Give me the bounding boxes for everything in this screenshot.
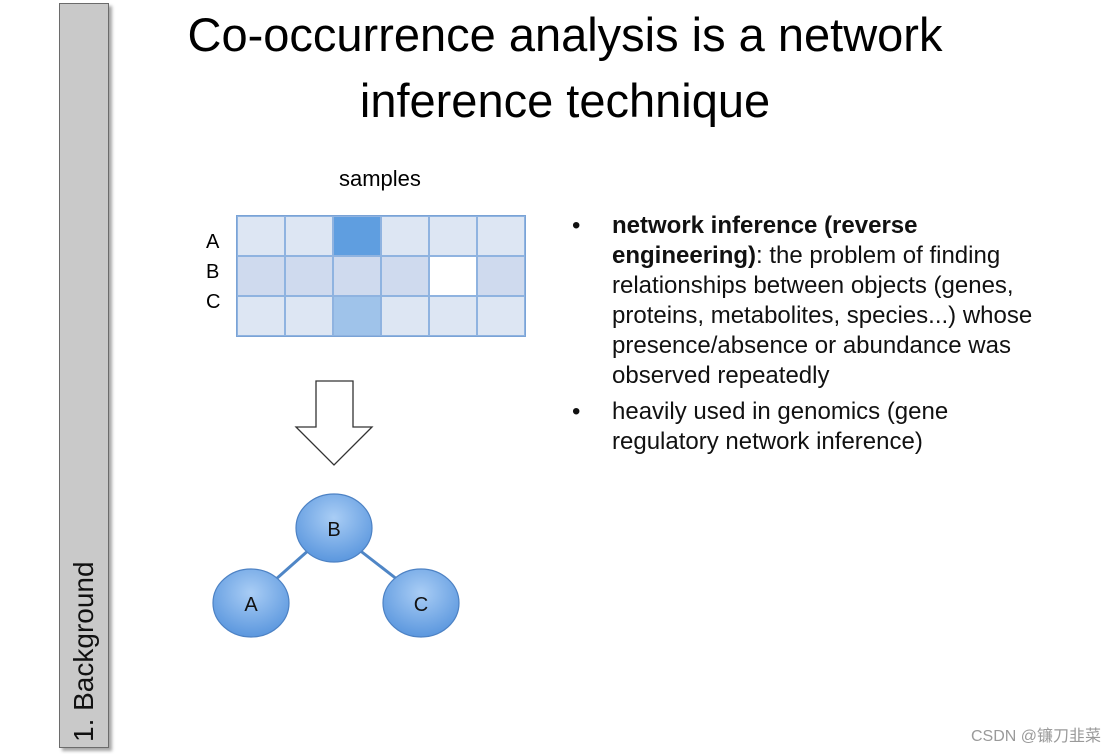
matrix-cell bbox=[237, 216, 285, 256]
matrix-cell bbox=[429, 216, 477, 256]
bullet-bold-text: network inference (reverse engineering) bbox=[612, 212, 918, 269]
matrix-cell bbox=[333, 296, 381, 336]
matrix-cell bbox=[285, 296, 333, 336]
matrix-cell bbox=[477, 256, 525, 296]
node-b-label: B bbox=[327, 519, 340, 541]
bullet-item: • network inference (reverse engineering… bbox=[572, 211, 1042, 391]
matrix-cell bbox=[381, 256, 429, 296]
matrix-cell bbox=[237, 296, 285, 336]
matrix-cell bbox=[381, 216, 429, 256]
occurrence-matrix bbox=[236, 215, 526, 337]
section-sidebar bbox=[59, 3, 109, 748]
node-a bbox=[212, 568, 290, 638]
matrix-cell bbox=[381, 296, 429, 336]
bullet-item: • heavily used in genomics (gene regulat… bbox=[572, 397, 1042, 457]
watermark: CSDN @镰刀韭菜 bbox=[970, 728, 1101, 745]
row-label-a: A bbox=[206, 231, 220, 253]
node-a-label: A bbox=[244, 594, 258, 616]
edge-b-a bbox=[274, 547, 311, 582]
row-label-c: C bbox=[206, 291, 221, 313]
matrix-cell bbox=[477, 216, 525, 256]
matrix-cell bbox=[285, 256, 333, 296]
node-b bbox=[295, 493, 373, 563]
slide-title: Co-occurrence analysis is a network infe… bbox=[187, 8, 943, 127]
row-label-b: B bbox=[206, 261, 220, 283]
bullet-text: heavily used in genomics (gene regulator… bbox=[612, 398, 949, 455]
matrix-header: samples bbox=[339, 166, 421, 191]
bullet-list: • network inference (reverse engineering… bbox=[572, 211, 1042, 463]
matrix-cell bbox=[333, 256, 381, 296]
down-arrow-icon bbox=[294, 380, 374, 466]
bullet-dot-icon: • bbox=[572, 212, 581, 239]
matrix-cell bbox=[429, 296, 477, 336]
node-c-label: C bbox=[414, 594, 428, 616]
bullet-dot-icon: • bbox=[572, 398, 581, 425]
matrix-cell bbox=[333, 216, 381, 256]
matrix-cell bbox=[429, 256, 477, 296]
node-c bbox=[382, 568, 460, 638]
edge-b-c bbox=[357, 547, 399, 582]
matrix-cell bbox=[477, 296, 525, 336]
bullet-text: : the problem of finding relationships b… bbox=[612, 242, 1033, 389]
matrix-cell bbox=[285, 216, 333, 256]
matrix-cell bbox=[237, 256, 285, 296]
